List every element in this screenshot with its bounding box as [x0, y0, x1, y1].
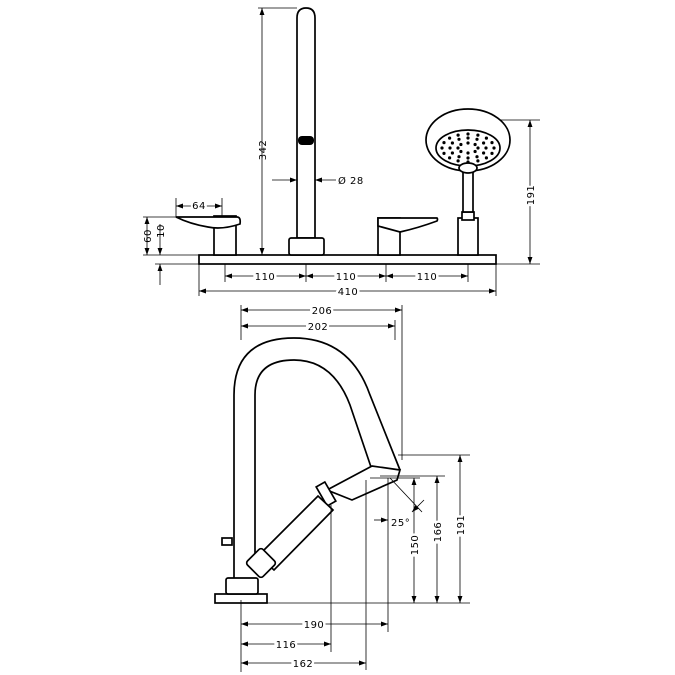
nozzle-dot	[473, 142, 477, 147]
nozzle-dot	[450, 151, 454, 155]
nozzle-dot	[475, 137, 479, 141]
nozzle-dot	[466, 141, 470, 145]
right-handle	[377, 217, 439, 256]
nozzle-dot	[484, 136, 488, 140]
nozzle-dot	[457, 137, 461, 141]
nozzle-dot	[440, 146, 444, 150]
dim-extension: 190	[304, 620, 325, 631]
dim-angle: 25°	[391, 518, 410, 529]
dim-outlet-height: 150	[410, 535, 421, 556]
dim-spacing-right: 110	[417, 272, 438, 283]
nozzle-dot	[482, 151, 486, 155]
dim-spacing-center: 110	[336, 272, 357, 283]
nozzle-dot	[476, 133, 480, 137]
nozzle-dot	[457, 155, 461, 159]
spout	[288, 7, 325, 256]
nozzle-dot	[476, 159, 480, 163]
dim-spout-diameter: Ø 28	[338, 175, 364, 187]
nozzle-dot	[484, 156, 488, 160]
nozzle-dot	[448, 146, 452, 150]
nozzle-dot	[448, 136, 452, 140]
dim-total-width: 410	[338, 287, 359, 298]
dim-reach-inner: 202	[308, 322, 329, 333]
dim-shower-tip-height: 166	[433, 522, 444, 543]
nozzle-dot	[466, 151, 470, 155]
nozzle-dot	[450, 141, 454, 145]
nozzle-dot	[459, 142, 463, 147]
left-handle	[175, 215, 242, 256]
front-view: 342 Ø 28 64 60 10 191 110 110 110 410	[143, 7, 540, 301]
dim-handle-height: 60	[143, 229, 154, 243]
dim-head-reach: 162	[293, 659, 314, 670]
deck-plate	[198, 254, 497, 265]
nozzle-dot	[490, 151, 494, 155]
dim-hose-reach: 116	[276, 640, 297, 651]
nozzle-dot	[476, 146, 480, 150]
nozzle-dot	[473, 149, 477, 154]
nozzle-dot	[492, 146, 496, 150]
dim-shower-height: 191	[526, 185, 537, 206]
hand-shower	[425, 108, 511, 256]
nozzle-dot	[456, 146, 460, 150]
nozzle-dot	[448, 156, 452, 160]
nozzle-dot	[475, 155, 479, 159]
dim-reach-outer: 206	[312, 306, 333, 317]
nozzle-dot	[482, 141, 486, 145]
nozzle-dot	[442, 151, 446, 155]
nozzle-dot	[456, 133, 460, 137]
dim-lever-height: 10	[156, 224, 167, 238]
nozzle-dot	[466, 160, 470, 164]
nozzle-dot	[459, 149, 463, 154]
nozzle-dot	[466, 136, 470, 140]
dim-total-height: 191	[456, 515, 467, 536]
nozzle-dot	[466, 156, 470, 160]
dim-spout-height: 342	[258, 140, 269, 161]
dim-handle-width: 64	[192, 201, 206, 212]
nozzle-dot	[490, 141, 494, 145]
dim-spacing-left: 110	[255, 272, 276, 283]
nozzle-dot	[466, 132, 470, 136]
nozzle-dot	[456, 159, 460, 163]
side-view: 206 202 25° 150 166 191 190 116 162	[214, 304, 470, 673]
gooseneck-spout	[233, 337, 401, 578]
nozzle-dot	[484, 146, 488, 150]
nozzle-dot	[442, 141, 446, 145]
